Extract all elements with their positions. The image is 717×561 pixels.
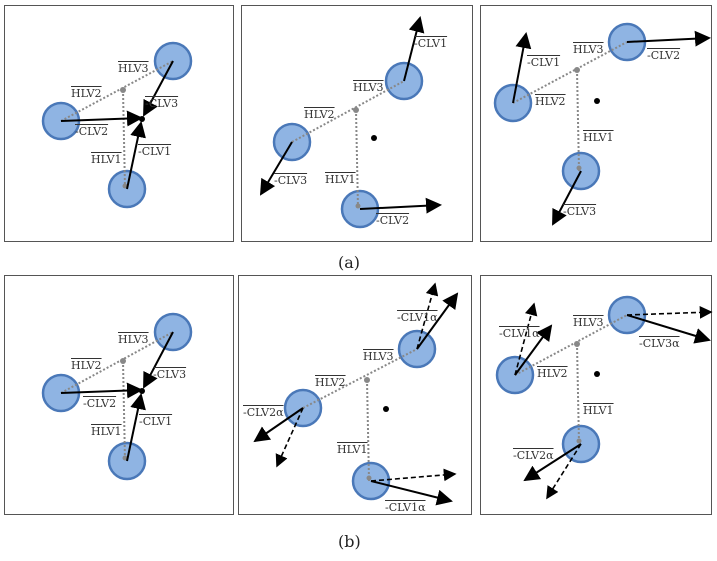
label-clv1: -CLV1: [139, 415, 173, 428]
label-hlv1: HLV1: [325, 173, 356, 186]
label-clv2a: -CLV2α: [243, 406, 284, 419]
clv1-arrow: [403, 16, 425, 82]
target-point: [594, 98, 600, 104]
diagram-b3: [495, 295, 713, 500]
label-clv3: -CLV3: [274, 174, 308, 187]
target-point: [371, 135, 377, 141]
clv1-arrow: [416, 292, 459, 350]
label-hlv1: HLV1: [91, 425, 122, 438]
clv1-arrow: [126, 121, 146, 190]
label-clv2: -CLV2: [376, 214, 410, 227]
label-clv1: -CLV1: [414, 37, 448, 50]
clv2a-arrow: [546, 443, 582, 500]
label-clv1a: -CLV1α: [397, 311, 438, 324]
diagram-a3: [493, 22, 711, 226]
label-clv2a: -CLV2α: [513, 449, 554, 462]
label-hlv3: HLV3: [573, 43, 604, 56]
clv3-arrow: [370, 480, 453, 506]
label-hlv2: HLV2: [315, 376, 346, 389]
clv2-arrow: [253, 407, 304, 443]
label-clv1: -CLV1: [527, 56, 561, 69]
label-hlv1: HLV1: [583, 404, 614, 417]
label-hlv1: HLV1: [91, 153, 122, 166]
label-hlv1: HLV1: [583, 131, 614, 144]
label-hlv2: HLV2: [537, 367, 568, 380]
clv2-arrow: [523, 443, 582, 482]
panel-a1: HLV2 HLV3 -CLV3 -CLV2 -CLV1 HLV1: [4, 5, 234, 242]
panel-a3: -CLV1 HLV3 -CLV2 HLV2 HLV1 -CLV3: [480, 5, 712, 242]
clv3-arrow: [552, 170, 582, 226]
label-hlv1: HLV1: [337, 443, 368, 456]
clv2a-arrow: [275, 407, 304, 468]
clv2-arrow: [60, 382, 143, 399]
label-clv3: -CLV3: [563, 205, 597, 218]
clv1-arrow: [512, 32, 532, 104]
label-clv1a: -CLV1α: [499, 327, 540, 340]
label-hlv2: HLV2: [71, 87, 102, 100]
label-clv1: -CLV1: [138, 145, 172, 158]
label-clv3: -CLV3: [145, 97, 179, 110]
label-hlv2: HLV2: [304, 108, 335, 121]
clv3a-arrow: [370, 468, 457, 482]
diagram-b2: [253, 282, 459, 506]
panel-a2: -CLV1 HLV3 HLV2 -CLV3 HLV1 -CLV2: [241, 5, 473, 242]
label-clv3: -CLV3: [153, 368, 187, 381]
panel-b2: -CLV1α HLV3 HLV2 -CLV2α HLV1 -CLV1α: [238, 275, 472, 515]
clv2-arrow: [359, 197, 442, 214]
clv2-arrow: [60, 110, 143, 127]
panel-b3: -CLV1α HLV3 -CLV3α HLV2 HLV1 -CLV2α: [480, 275, 713, 515]
caption-b: (b): [338, 532, 361, 551]
clv3-arrow: [143, 331, 174, 389]
target-point: [594, 371, 600, 377]
caption-a: (a): [338, 253, 361, 272]
label-hlv3: HLV3: [118, 62, 149, 75]
clv3-arrow: [259, 141, 293, 196]
clv3-arrow: [626, 314, 711, 344]
label-hlv2: HLV2: [71, 359, 102, 372]
label-clv2: -CLV2: [83, 397, 117, 410]
target-point: [383, 406, 389, 412]
diagram-b1: [41, 312, 193, 481]
label-hlv3: HLV3: [573, 316, 604, 329]
clv1-arrow: [126, 393, 146, 462]
clv1-arrow: [514, 324, 553, 376]
label-clv2: -CLV2: [647, 49, 681, 62]
clv3a-arrow: [626, 306, 713, 319]
clv2-arrow: [626, 30, 711, 47]
label-hlv3: HLV3: [118, 333, 149, 346]
clv1a-arrow: [514, 302, 538, 376]
label-clv2: -CLV2: [75, 125, 109, 138]
label-hlv3: HLV3: [363, 350, 394, 363]
label-clv3a: -CLV3α: [639, 337, 680, 350]
label-hlv2: HLV2: [535, 95, 566, 108]
clv1a-arrow: [416, 282, 439, 350]
label-clv1a: -CLV1α: [385, 501, 426, 514]
panel-b1: HLV2 HLV3 -CLV3 -CLV2 -CLV1 HLV1: [4, 275, 234, 515]
label-hlv3: HLV3: [353, 81, 384, 94]
clv3-arrow: [143, 60, 174, 117]
diagram-a2: [259, 16, 442, 229]
diagram-a1: [41, 41, 193, 209]
